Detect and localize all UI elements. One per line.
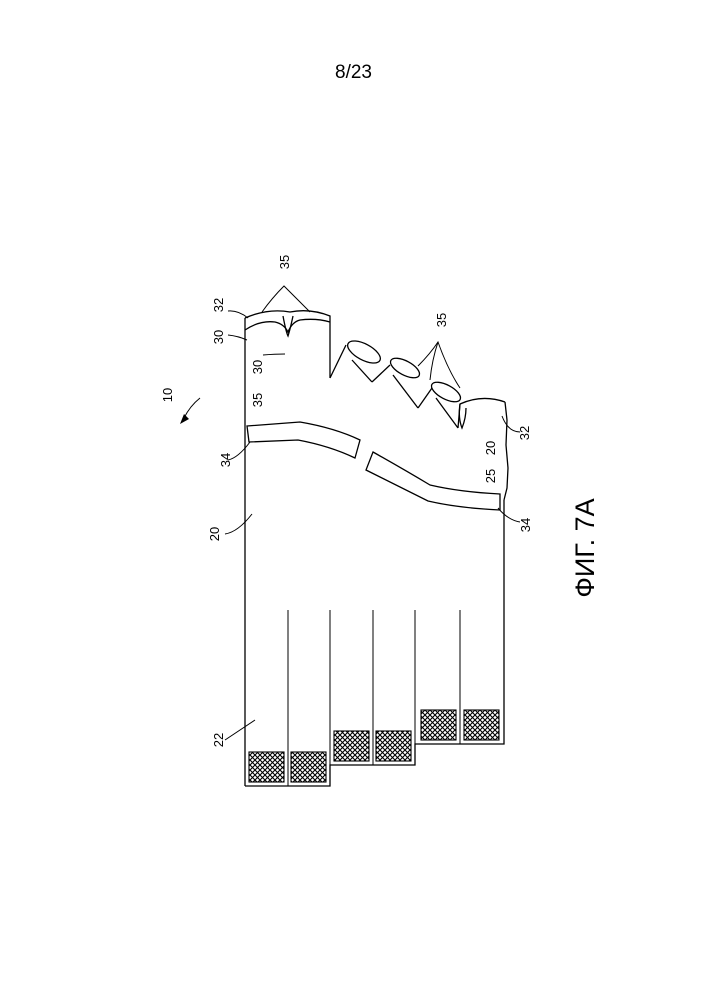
label-30-left: 30 [211,330,226,344]
label-35-top: 35 [277,255,292,269]
contact-pad [334,731,369,761]
label-35-mid: 35 [434,313,449,327]
contact-pad [291,752,326,782]
leader-lines [180,286,520,740]
reference-labels: 35 32 30 30 35 35 10 34 32 20 25 20 34 2… [160,255,533,747]
label-30-inner: 30 [250,360,265,374]
contact-pad [376,731,411,761]
contact-pad [464,710,499,740]
tip-region [245,311,505,428]
curved-bar [247,422,500,510]
label-10: 10 [160,388,175,402]
contact-pad [421,710,456,740]
contact-pads [249,710,499,782]
contact-pad [249,752,284,782]
label-32-right: 32 [517,426,532,440]
label-25: 25 [483,469,498,483]
label-20-right: 20 [483,441,498,455]
label-22: 22 [211,733,226,747]
label-32-left: 32 [211,298,226,312]
label-35-side: 35 [250,393,265,407]
label-34-right: 34 [518,518,533,532]
label-20-left: 20 [207,527,222,541]
figure-caption: ФИГ. 7А [570,498,600,597]
label-34-left: 34 [218,453,233,467]
